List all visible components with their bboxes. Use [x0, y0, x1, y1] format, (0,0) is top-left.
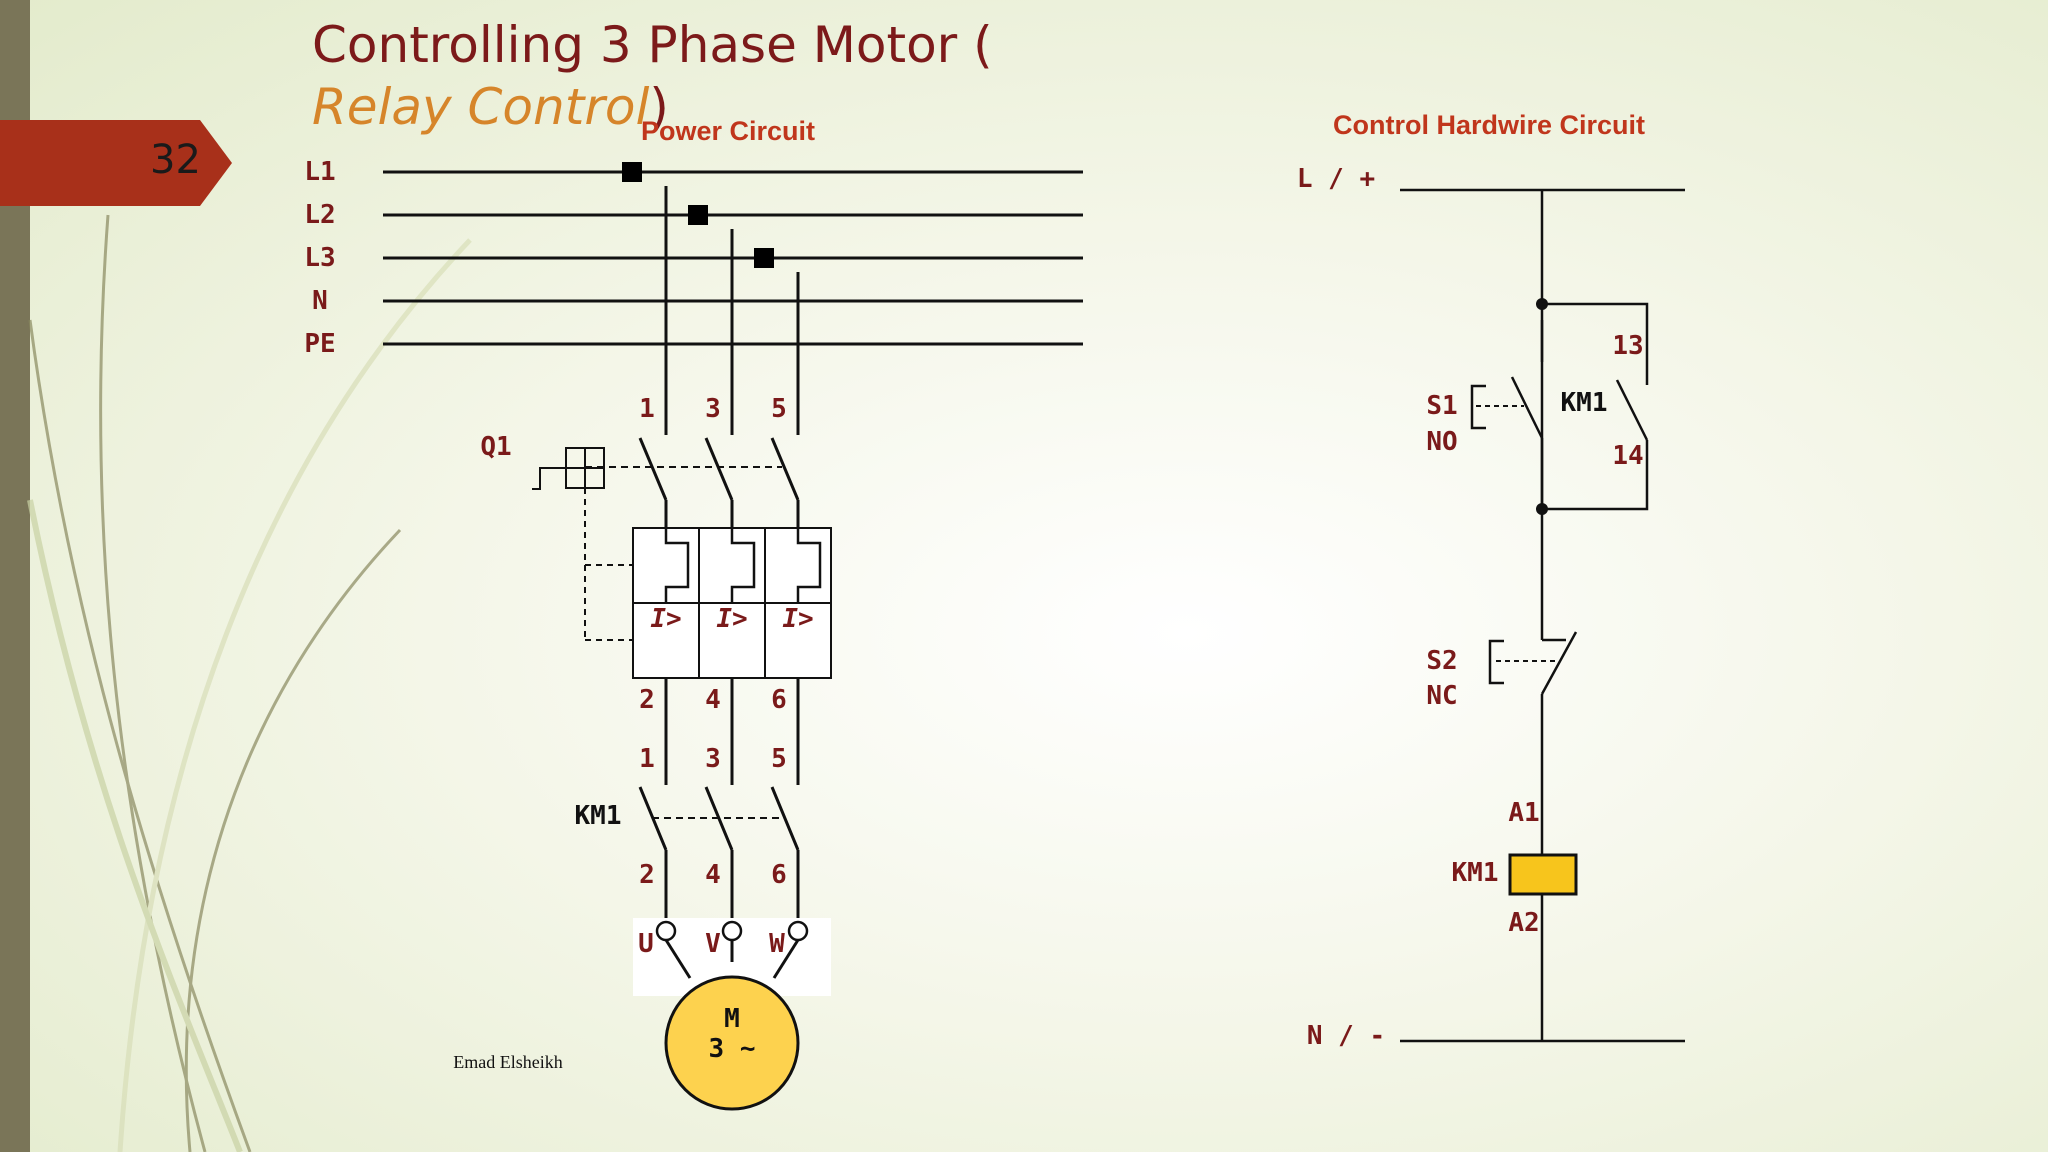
terminal-number: 5 — [771, 394, 787, 424]
motor-terminal-icon — [655, 920, 809, 942]
terminal-number: 4 — [705, 685, 721, 715]
breaker-label: Q1 — [480, 432, 511, 462]
junction-l3 — [754, 248, 774, 268]
top-rail-label: L / + — [1297, 164, 1375, 194]
title-main: Controlling 3 Phase Motor ( — [312, 16, 993, 74]
hold-terminal: 14 — [1612, 441, 1643, 471]
title-accent: Relay Control — [312, 78, 650, 136]
junction-l1 — [622, 162, 642, 182]
motor-leads — [664, 939, 800, 979]
terminal-number: 1 — [639, 744, 655, 774]
trip-label: I> — [716, 604, 747, 634]
breaker-contacts — [638, 437, 800, 528]
trip-link — [584, 488, 633, 641]
terminal-number: 3 — [705, 394, 721, 424]
terminal-number: 1 — [639, 394, 655, 424]
s2-type: NC — [1426, 681, 1457, 711]
thermal-element-icon — [664, 528, 822, 603]
busbar-label: PE — [304, 329, 335, 359]
motor-label: M — [724, 1004, 740, 1034]
slide-number: 32 — [150, 137, 201, 183]
terminal-number: 5 — [771, 744, 787, 774]
decorative-swoosh — [27, 214, 472, 1152]
busbar-label: N — [312, 286, 328, 316]
coil-terminal: A1 — [1508, 798, 1539, 828]
slide-title: Controlling 3 Phase Motor ( Relay Contro… — [312, 14, 1132, 138]
terminal-number: 6 — [771, 860, 787, 890]
busbar-label: L2 — [304, 200, 335, 230]
s2-label: S2 — [1426, 646, 1457, 676]
author-credit: Emad Elsheikh — [453, 1052, 562, 1072]
control-circuit-heading: Control Hardwire Circuit — [1333, 110, 1645, 140]
title-close: ) — [649, 78, 669, 136]
busbar-label: L3 — [304, 243, 335, 273]
busbar-label: L1 — [304, 157, 335, 187]
motor-terminal-label: V — [705, 929, 721, 959]
s1-push-button — [1470, 320, 1544, 509]
s1-label: S1 — [1426, 391, 1457, 421]
contactor-contacts — [638, 786, 800, 920]
motor-phase-label: 3 ~ — [709, 1034, 756, 1064]
trip-label: I> — [650, 604, 681, 634]
terminal-number: 6 — [771, 685, 787, 715]
s1-type: NO — [1426, 427, 1457, 457]
hold-terminal: 13 — [1612, 331, 1643, 361]
contactor-label: KM1 — [575, 801, 622, 831]
terminal-number: 4 — [705, 860, 721, 890]
s2-push-button — [1488, 631, 1578, 695]
power-circuit-heading: Power Circuit — [641, 116, 815, 146]
km1-coil-icon — [1508, 853, 1578, 896]
coil-label: KM1 — [1452, 858, 1499, 888]
slide-number-tab — [0, 120, 232, 206]
terminal-number: 2 — [639, 860, 655, 890]
motor-terminal-label: U — [638, 929, 654, 959]
motor-icon — [664, 975, 800, 1111]
hold-contact-label: KM1 — [1561, 388, 1608, 418]
breaker-operator-icon — [532, 447, 605, 490]
coil-terminal: A2 — [1508, 908, 1539, 938]
motor-terminal-label: W — [769, 929, 785, 959]
terminal-number: 2 — [639, 685, 655, 715]
terminal-number: 3 — [705, 744, 721, 774]
bottom-rail-label: N / - — [1307, 1021, 1385, 1051]
trip-label: I> — [782, 604, 813, 634]
junction-l2 — [688, 205, 708, 225]
km1-hold-contact — [1542, 302, 1649, 511]
